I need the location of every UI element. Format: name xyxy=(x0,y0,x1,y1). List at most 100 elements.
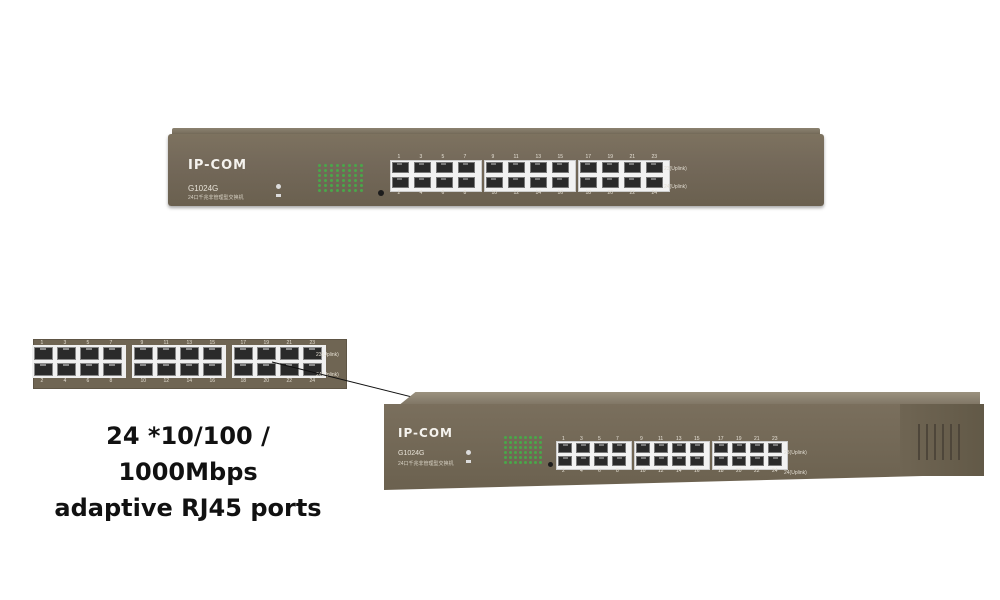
port-led-icon xyxy=(509,436,512,439)
rj45-port xyxy=(436,162,453,173)
rj45-port xyxy=(414,162,431,173)
port-led-icon xyxy=(514,436,517,439)
rj45-port xyxy=(612,443,626,453)
rj45-port xyxy=(558,456,572,466)
port-led-icon xyxy=(524,456,527,459)
rj45-port xyxy=(594,443,608,453)
port-led-icon xyxy=(504,451,507,454)
rj45-port xyxy=(234,347,253,360)
reset-button[interactable] xyxy=(548,462,553,467)
caption-line-1: 24 *10/100 / 1000Mbps xyxy=(106,422,270,486)
port-led-icon xyxy=(336,169,339,172)
port-led-icon xyxy=(539,461,542,464)
rj45-port xyxy=(157,363,176,376)
port-led-icon xyxy=(342,164,345,167)
port-number: 2 xyxy=(40,378,44,384)
port-number: 12 xyxy=(513,190,520,196)
rj45-port xyxy=(602,162,619,173)
rj45-port xyxy=(576,443,590,453)
rj45-port xyxy=(134,363,153,376)
port-led-icon xyxy=(342,174,345,177)
rj45-port xyxy=(654,456,668,466)
rj45-port xyxy=(57,363,76,376)
port-number: 19 xyxy=(607,154,614,160)
port-number: 3 xyxy=(419,154,423,160)
port-number: 3 xyxy=(580,436,583,442)
brand-logo: IP-COM xyxy=(188,158,248,173)
port-led-icon xyxy=(509,451,512,454)
port-led-icon xyxy=(539,451,542,454)
rj45-port xyxy=(624,177,641,188)
port-led-icon xyxy=(534,441,537,444)
port-led-icon xyxy=(524,441,527,444)
port-led-icon xyxy=(514,451,517,454)
port-number: 21 xyxy=(754,436,760,442)
port-number: 15 xyxy=(209,340,216,346)
port-number: 22 xyxy=(286,378,293,384)
port-number: 20 xyxy=(736,468,742,474)
port-number: 12 xyxy=(163,378,170,384)
port-number: 14 xyxy=(535,190,542,196)
port-number: 8 xyxy=(109,378,113,384)
caption-line-2: adaptive RJ45 ports xyxy=(54,494,322,522)
port-led-icon xyxy=(509,461,512,464)
port-led-grid xyxy=(504,436,550,466)
port-number: 1 xyxy=(40,340,44,346)
port-led-icon xyxy=(524,446,527,449)
port-number: 15 xyxy=(557,154,564,160)
uplink-label: 23(Uplink) xyxy=(664,166,687,172)
port-number: 8 xyxy=(616,468,619,474)
uplink-label: 24(Uplink) xyxy=(784,470,807,476)
activity-led-icon xyxy=(466,460,471,463)
rj45-port xyxy=(576,456,590,466)
rj45-port xyxy=(392,162,409,173)
port-number: 14 xyxy=(676,468,682,474)
rj45-port xyxy=(257,363,276,376)
port-number: 14 xyxy=(186,378,193,384)
port-number: 19 xyxy=(263,340,270,346)
port-number: 22 xyxy=(629,190,636,196)
port-number: 6 xyxy=(598,468,601,474)
port-number: 10 xyxy=(640,468,646,474)
port-number: 13 xyxy=(535,154,542,160)
port-led-icon xyxy=(519,436,522,439)
port-led-icon xyxy=(324,189,327,192)
port-number: 18 xyxy=(718,468,724,474)
port-number: 16 xyxy=(209,378,216,384)
port-number: 17 xyxy=(585,154,592,160)
port-led-icon xyxy=(539,456,542,459)
port-led-icon xyxy=(318,184,321,187)
rj45-port xyxy=(530,177,547,188)
rj45-port xyxy=(636,443,650,453)
rj45-port xyxy=(508,162,525,173)
port-number: 6 xyxy=(441,190,445,196)
rj45-port xyxy=(636,456,650,466)
port-number: 23 xyxy=(651,154,658,160)
model-label: G1024G xyxy=(398,450,425,457)
port-led-icon xyxy=(360,179,363,182)
port-led-icon xyxy=(330,184,333,187)
rj45-port xyxy=(80,347,99,360)
rj45-port xyxy=(234,363,253,376)
port-number: 12 xyxy=(658,468,664,474)
port-number: 24 xyxy=(651,190,658,196)
port-led-icon xyxy=(330,174,333,177)
port-led-icon xyxy=(318,169,321,172)
port-number: 3 xyxy=(63,340,67,346)
port-led-icon xyxy=(324,174,327,177)
rj45-port xyxy=(552,162,569,173)
reset-button[interactable] xyxy=(378,190,384,196)
port-led-icon xyxy=(354,184,357,187)
port-number: 4 xyxy=(580,468,583,474)
port-number: 22 xyxy=(754,468,760,474)
port-number: 5 xyxy=(598,436,601,442)
port-number: 24 xyxy=(309,378,316,384)
uplink-label: 24(Uplink) xyxy=(316,372,339,378)
rj45-port xyxy=(732,456,746,466)
port-number: 2 xyxy=(397,190,401,196)
rj45-port xyxy=(750,456,764,466)
